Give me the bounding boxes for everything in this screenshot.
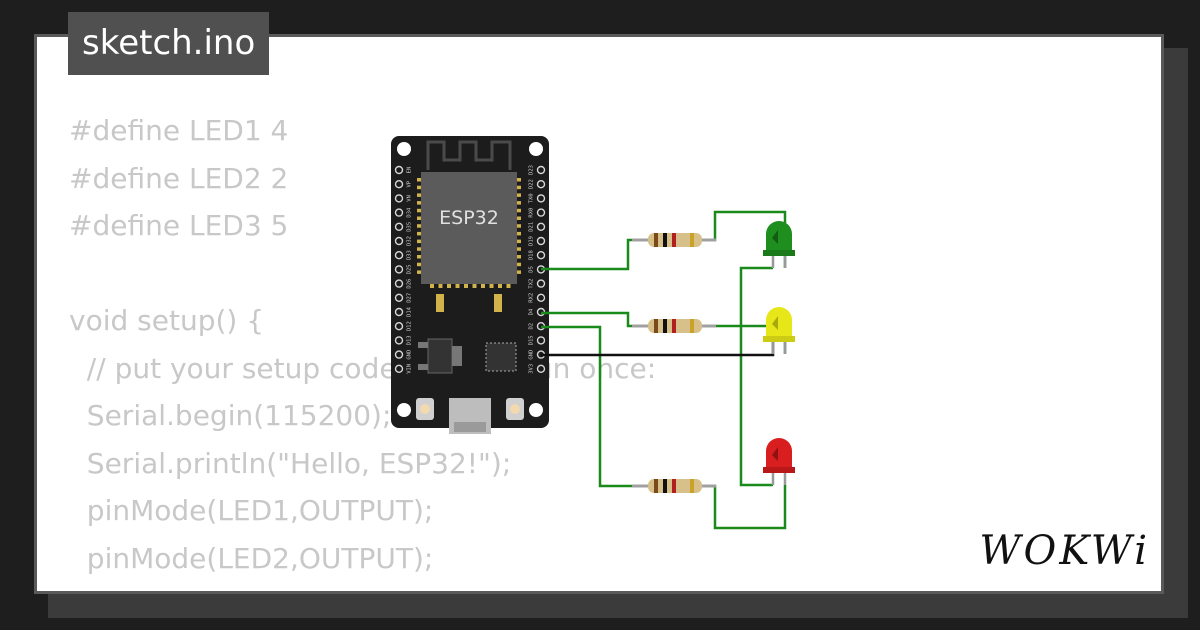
left-pin-hole[interactable] <box>394 250 404 260</box>
left-pin-label: D26 <box>407 279 413 289</box>
right-pin-hole[interactable] <box>536 336 546 345</box>
right-pin-label: D22 <box>529 179 535 189</box>
right-pin-hole[interactable] <box>536 364 546 373</box>
left-pin-hole[interactable] <box>394 350 404 359</box>
code-line: Serial.begin(115200); <box>69 399 392 432</box>
right-pin-hole[interactable] <box>536 250 546 260</box>
right-pin-label: GND <box>529 350 535 360</box>
left-pin-hole[interactable] <box>394 208 404 217</box>
left-pin-label: D12 <box>407 321 413 331</box>
right-pin-label: D19 <box>529 236 535 246</box>
resistor-2[interactable] <box>632 319 716 333</box>
right-pin-label: 3V3 <box>529 364 535 374</box>
code-line: pinMode(LED3,OUTPUT); <box>69 589 434 591</box>
right-pin-label: D2 <box>529 323 535 330</box>
right-pin-hole[interactable] <box>536 179 546 189</box>
resistor-1[interactable] <box>632 233 716 247</box>
right-pin-hole[interactable] <box>536 222 546 232</box>
left-pin-hole[interactable] <box>394 336 404 345</box>
esp32-board[interactable]: ESP32 ENVPVND34D35D32D33D25D26D27D14D12D… <box>391 136 549 434</box>
left-pin-label: D27 <box>407 293 413 303</box>
code-line: #define LED2 2 <box>69 161 289 195</box>
left-pin-hole[interactable] <box>394 279 404 288</box>
right-pin-label: TX0 <box>529 193 535 203</box>
left-pin-label: VP <box>407 180 413 187</box>
left-pin-hole[interactable] <box>394 165 404 175</box>
right-pin-hole[interactable] <box>536 279 546 288</box>
left-pin-label: D14 <box>407 306 413 317</box>
left-pin-hole[interactable] <box>394 222 404 232</box>
right-pin-hole[interactable] <box>536 293 546 302</box>
right-pin-label: D21 <box>529 222 535 232</box>
code-line: // put your setup code here, to run once… <box>69 351 657 385</box>
left-pin-label: EN <box>407 167 413 174</box>
left-pin-hole[interactable] <box>394 194 404 203</box>
right-pin-label: D15 <box>529 335 535 345</box>
left-pin-hole[interactable] <box>394 307 404 317</box>
left-pin-label: D25 <box>407 264 413 274</box>
right-pin-label: TX2 <box>529 279 535 289</box>
left-pin-label: VIN <box>407 364 413 374</box>
right-pin-hole[interactable] <box>536 165 546 175</box>
resistor-3[interactable] <box>632 479 716 493</box>
code-line: void setup() { <box>69 304 265 337</box>
left-pin-label: D33 <box>407 250 413 260</box>
left-pin-hole[interactable] <box>394 265 404 274</box>
file-name-badge: sketch.ino <box>68 12 270 75</box>
right-pin-hole[interactable] <box>536 208 546 217</box>
code-line: #define LED1 4 <box>69 114 289 147</box>
led-green[interactable] <box>763 221 795 268</box>
left-pin-label: D13 <box>407 335 413 345</box>
code-line: pinMode(LED2,OUTPUT); <box>69 541 434 575</box>
chip-label: ESP32 <box>439 207 499 229</box>
left-pin-label: D34 <box>407 207 413 218</box>
code-preview: #define LED1 4 #define LED2 2 #define LE… <box>69 107 657 591</box>
right-pin-label: D23 <box>529 165 535 175</box>
right-pin-hole[interactable] <box>536 194 546 203</box>
left-pin-label: GND <box>407 350 413 360</box>
code-line: #define LED3 5 <box>69 209 289 242</box>
led-red[interactable] <box>763 438 795 485</box>
right-pin-hole[interactable] <box>536 236 546 246</box>
right-pin-label: RX0 <box>529 208 535 218</box>
left-pin-label: D32 <box>407 236 413 246</box>
left-pin-hole[interactable] <box>394 293 404 302</box>
wokwi-logo: WOKWi <box>979 528 1150 574</box>
right-pin-label: D18 <box>529 250 535 260</box>
esp32-chip <box>421 172 517 284</box>
left-pin-label: VN <box>407 195 413 202</box>
left-pin-hole[interactable] <box>394 364 404 373</box>
led-yellow[interactable] <box>763 307 795 354</box>
right-pin-label: RX2 <box>529 293 535 303</box>
left-pin-hole[interactable] <box>394 236 404 246</box>
code-line: pinMode(LED1,OUTPUT); <box>69 494 434 527</box>
left-pin-hole[interactable] <box>394 322 404 331</box>
right-pin-label: D4 <box>529 308 535 315</box>
left-pin-label: D35 <box>407 222 413 232</box>
left-pin-hole[interactable] <box>394 179 404 189</box>
right-pin-label: D5 <box>529 266 535 273</box>
gnd-wire <box>541 340 775 357</box>
code-line: Serial.println("Hello, ESP32!"); <box>69 446 512 480</box>
